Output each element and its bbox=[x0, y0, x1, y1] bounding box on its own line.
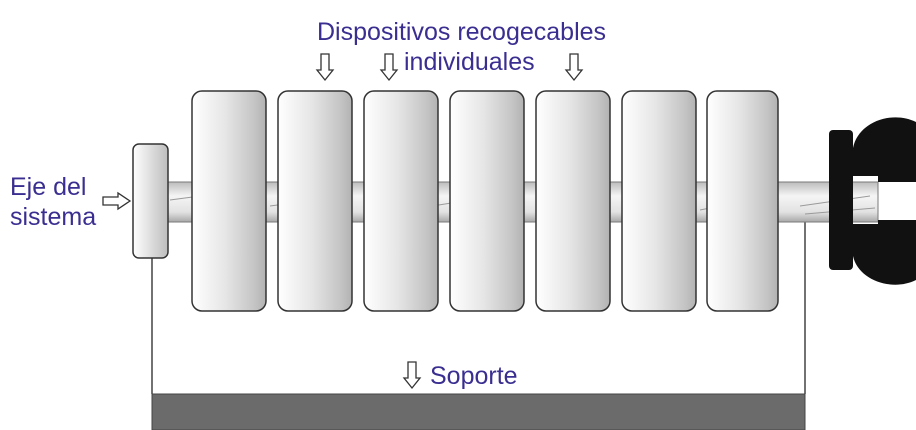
collector-device bbox=[706, 90, 779, 312]
right-arrow-icon bbox=[102, 191, 132, 211]
axis-label-line1: Eje del bbox=[10, 173, 86, 201]
drive-motor bbox=[829, 117, 916, 285]
collector-device bbox=[277, 90, 353, 312]
collector-device bbox=[621, 90, 697, 312]
support-base bbox=[151, 393, 806, 430]
down-arrow-icon bbox=[315, 53, 335, 82]
collector-device bbox=[449, 90, 525, 312]
axis-label-line2: sistema bbox=[10, 203, 96, 231]
collector-device bbox=[535, 90, 611, 312]
device-pointer-arrows bbox=[315, 53, 584, 82]
support-frame bbox=[151, 222, 806, 394]
down-arrow-icon bbox=[564, 53, 584, 82]
down-arrow-icon bbox=[402, 361, 422, 390]
devices-label-line1: Dispositivos recogecables bbox=[317, 18, 606, 46]
collector-device bbox=[363, 90, 439, 312]
collector-devices bbox=[191, 90, 779, 312]
collector-device bbox=[191, 90, 267, 312]
down-arrow-icon bbox=[379, 53, 399, 82]
support-label: Soporte bbox=[430, 362, 518, 390]
devices-label-line2: individuales bbox=[404, 48, 535, 76]
shaft-end-cap bbox=[132, 143, 169, 259]
